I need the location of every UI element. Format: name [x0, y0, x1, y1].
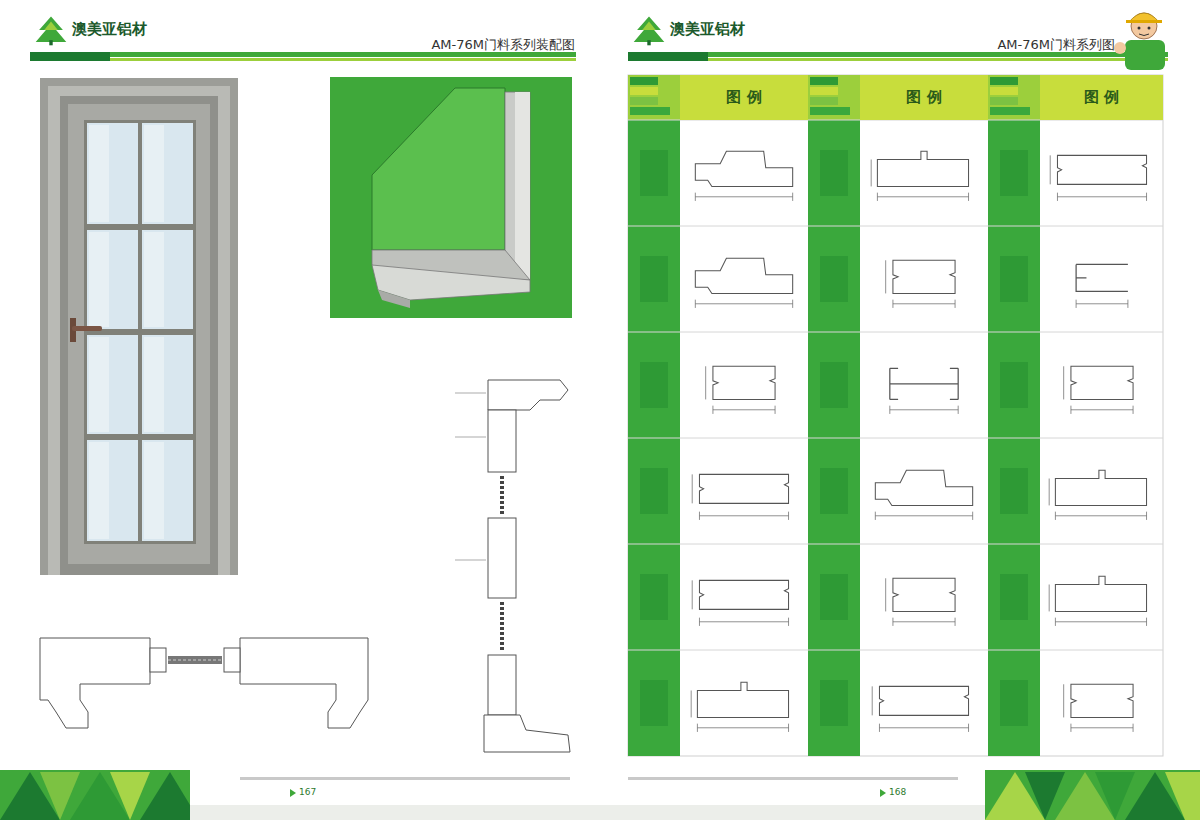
header-text: 图 例 [1084, 88, 1119, 107]
legend-header-cell: 图 例 [1040, 75, 1163, 120]
page-heading: AM-76M门料系列装配图 [431, 36, 575, 54]
page-number: 167 [299, 787, 316, 797]
brand-name: 澳美亚铝材 [670, 20, 745, 39]
legend-header-cell: 图 例 [860, 75, 988, 120]
legend-header-cell: 图 例 [680, 75, 808, 120]
brand-name: 澳美亚铝材 [72, 20, 147, 39]
page-number: 168 [889, 787, 906, 797]
header-text: 图 例 [906, 88, 941, 107]
header-text: 图 例 [726, 88, 761, 107]
page-heading: AM-76M门料系列图 [997, 36, 1115, 54]
